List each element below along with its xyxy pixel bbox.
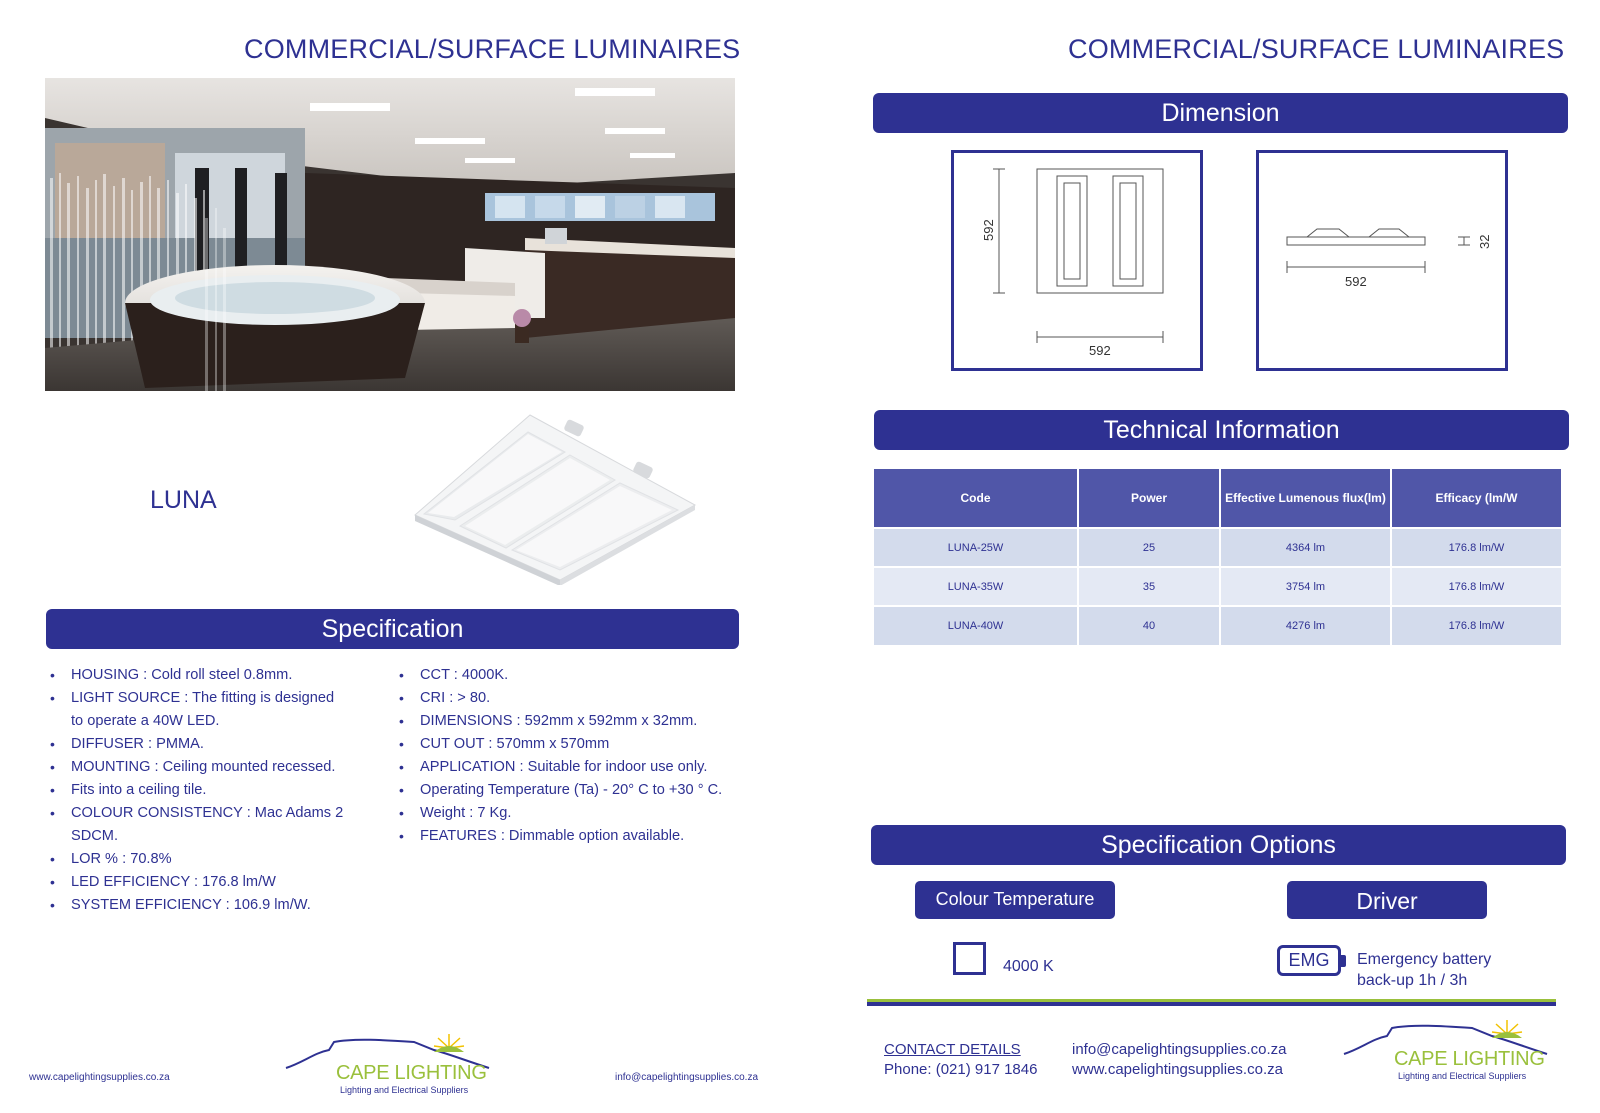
table-cell-efficacy: 176.8 lm/W: [1391, 527, 1561, 567]
technical-information-heading: Technical Information: [874, 410, 1569, 450]
table-cell-flux: 4276 lm: [1220, 605, 1392, 645]
showroom-photo: [45, 78, 735, 391]
table-cell-efficacy: 176.8 lm/W: [1391, 566, 1561, 606]
contact-email[interactable]: info@capelightingsupplies.co.za: [1072, 1041, 1287, 1058]
spec-list-col1: HOUSING : Cold roll steel 0.8mm. LIGHT S…: [48, 664, 348, 917]
table-cell-power: 40: [1078, 605, 1221, 645]
spec-operating-temperature: Operating Temperature (Ta) - 20° C to +3…: [397, 779, 747, 802]
spec-housing: HOUSING : Cold roll steel 0.8mm.: [48, 664, 348, 687]
contact-phone: Phone: (021) 917 1846: [884, 1061, 1038, 1078]
side-height-label: 32: [1477, 235, 1492, 249]
spec-light-source: LIGHT SOURCE : The fitting is designed t…: [48, 687, 348, 733]
logo-name-left: CAPE LIGHTING: [336, 1062, 487, 1084]
side-width-label: 592: [1345, 274, 1367, 289]
table-header-code: Code: [874, 469, 1079, 528]
table-header-flux: Effective Lumenous flux(lm): [1220, 469, 1392, 528]
table-cell-code: LUNA-40W: [874, 605, 1079, 645]
colour-4000k-checkbox[interactable]: [953, 942, 986, 975]
spec-colour-consistency: COLOUR CONSISTENCY : Mac Adams 2 SDCM.: [48, 802, 348, 848]
technical-table: Code Power Effective Lumenous flux(lm) E…: [874, 469, 1561, 645]
colour-4000k-label: 4000 K: [1003, 958, 1054, 975]
logo-name-right: CAPE LIGHTING: [1394, 1048, 1545, 1070]
spec-cri: CRI : > 80.: [397, 687, 747, 710]
spec-weight: Weight : 7 Kg.: [397, 802, 747, 825]
spec-dimensions: DIMENSIONS : 592mm x 592mm x 32mm.: [397, 710, 747, 733]
specification-options-heading: Specification Options: [871, 825, 1566, 865]
driver-button[interactable]: Driver: [1287, 881, 1487, 919]
product-name: LUNA: [150, 486, 217, 514]
table-header-power: Power: [1078, 469, 1221, 528]
spec-application: APPLICATION : Suitable for indoor use on…: [397, 756, 747, 779]
table-cell-power: 35: [1078, 566, 1221, 606]
contact-website[interactable]: www.capelightingsupplies.co.za: [1072, 1061, 1283, 1078]
spec-diffuser: DIFFUSER : PMMA.: [48, 733, 348, 756]
spec-mounting: MOUNTING : Ceiling mounted recessed.: [48, 756, 348, 779]
mountain-sun-icon: [285, 1034, 490, 1069]
luminaire-product-image: [410, 410, 710, 586]
cape-lighting-logo-right: CAPE LIGHTING Lighting and Electrical Su…: [1342, 1014, 1552, 1094]
footer-website-left[interactable]: www.capelightingsupplies.co.za: [29, 1072, 170, 1083]
table-row: LUNA-35W 35 3754 lm 176.8 lm/W: [874, 566, 1561, 606]
footer-divider-green: [867, 999, 1556, 1002]
table-cell-power: 25: [1078, 527, 1221, 567]
spec-ceiling-tile: Fits into a ceiling tile.: [48, 779, 348, 802]
spec-system-efficiency: SYSTEM EFFICIENCY : 106.9 lm/W.: [48, 894, 348, 917]
logo-tagline-left: Lighting and Electrical Suppliers: [340, 1085, 469, 1095]
contact-details-heading: CONTACT DETAILS: [884, 1041, 1021, 1058]
table-cell-efficacy: 176.8 lm/W: [1391, 605, 1561, 645]
table-row: LUNA-40W 40 4276 lm 176.8 lm/W: [874, 605, 1561, 645]
colour-temperature-button[interactable]: Colour Temperature: [915, 881, 1115, 919]
table-header-efficacy: Efficacy (lm/W: [1391, 469, 1561, 528]
front-width-label: 592: [1089, 343, 1111, 358]
specification-heading: Specification: [46, 609, 739, 649]
spec-cut-out: CUT OUT : 570mm x 570mm: [397, 733, 747, 756]
spec-list-col2: CCT : 4000K. CRI : > 80. DIMENSIONS : 59…: [397, 664, 747, 848]
cape-lighting-logo-left: CAPE LIGHTING Lighting and Electrical Su…: [284, 1028, 494, 1098]
emg-battery-icon: EMG: [1277, 945, 1346, 976]
emg-description-line2: back-up 1h / 3h: [1357, 972, 1468, 989]
left-page-title: COMMERCIAL/SURFACE LUMINAIRES: [244, 34, 741, 64]
table-cell-code: LUNA-35W: [874, 566, 1079, 606]
table-row: LUNA-25W 25 4364 lm 176.8 lm/W: [874, 527, 1561, 567]
dimension-front-view: 592 592: [951, 150, 1203, 371]
spec-lor: LOR % : 70.8%: [48, 848, 348, 871]
spec-features: FEATURES : Dimmable option available.: [397, 825, 747, 848]
front-height-label: 592: [981, 219, 996, 241]
footer-email-left[interactable]: info@capelightingsupplies.co.za: [615, 1072, 759, 1083]
mountain-sun-icon: [1343, 1020, 1548, 1055]
footer-divider-blue: [867, 1002, 1556, 1006]
right-page-title: COMMERCIAL/SURFACE LUMINAIRES: [1068, 34, 1565, 64]
dimension-side-view: 592 32: [1256, 150, 1508, 371]
dimension-heading: Dimension: [873, 93, 1568, 133]
table-cell-flux: 3754 lm: [1220, 566, 1392, 606]
spec-cct: CCT : 4000K.: [397, 664, 747, 687]
table-cell-flux: 4364 lm: [1220, 527, 1392, 567]
emg-description-line1: Emergency battery: [1357, 951, 1492, 968]
logo-tagline-right: Lighting and Electrical Suppliers: [1398, 1071, 1527, 1081]
table-cell-code: LUNA-25W: [874, 527, 1079, 567]
emg-badge-label: EMG: [1288, 950, 1330, 970]
spec-led-efficiency: LED EFFICIENCY : 176.8 lm/W: [48, 871, 348, 894]
